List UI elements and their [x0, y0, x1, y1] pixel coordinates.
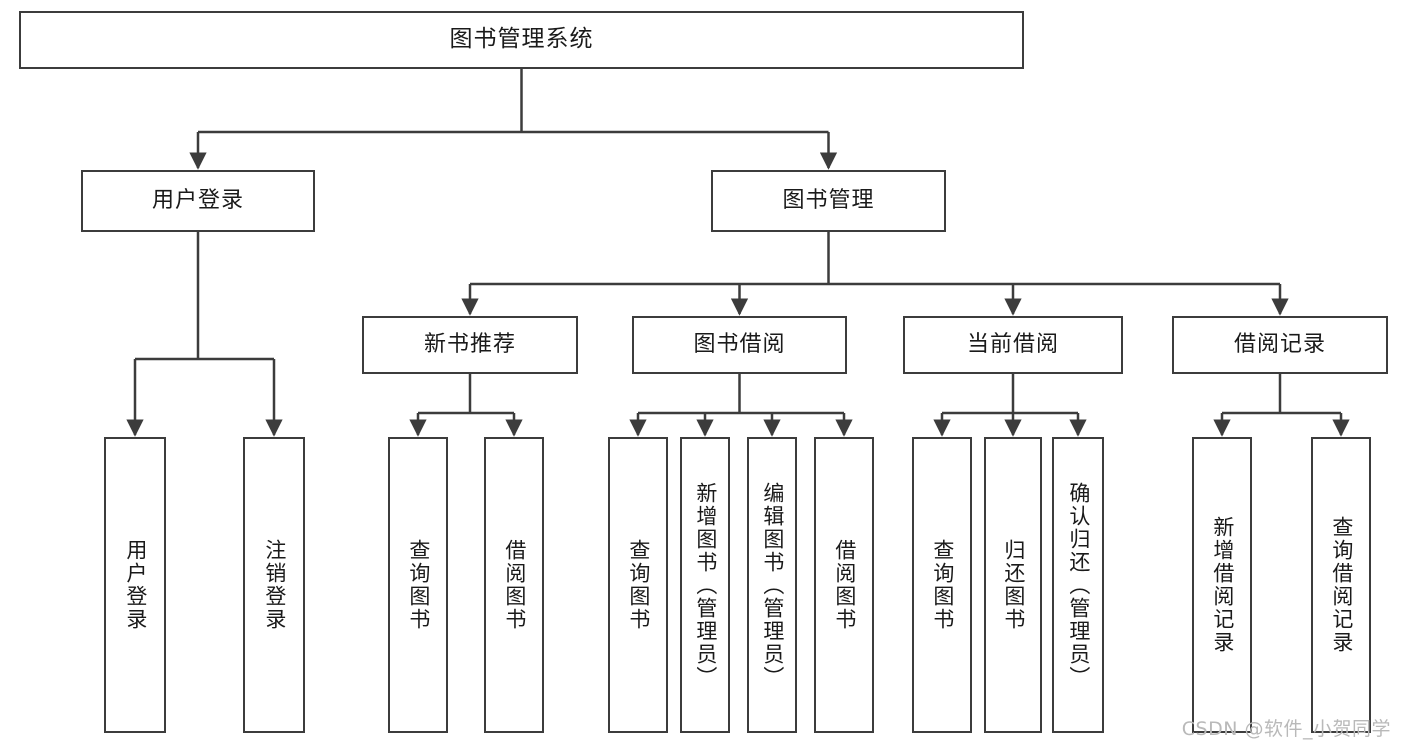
leaf-node[interactable]: 编辑图书（管理员） [747, 437, 797, 733]
leaf-node[interactable]: 查询图书 [912, 437, 972, 733]
node-label: 图书管理系统 [449, 26, 594, 53]
branch-node[interactable]: 用户登录 [81, 170, 315, 232]
node-label: 图书管理 [782, 187, 875, 213]
leaf-node[interactable]: 新增借阅记录 [1192, 437, 1252, 733]
branch-node[interactable]: 图书管理 [711, 170, 946, 232]
node-label: 查询图书 [406, 539, 431, 631]
leaf-node[interactable]: 借阅图书 [484, 437, 544, 733]
branch-node[interactable]: 新书推荐 [362, 316, 578, 374]
node-label: 新增图书（管理员） [693, 481, 718, 689]
node-label: 用户登录 [151, 187, 244, 213]
node-label: 新增借阅记录 [1210, 516, 1235, 654]
leaf-node[interactable]: 确认归还（管理员） [1052, 437, 1104, 733]
node-label: 用户登录 [123, 539, 148, 631]
watermark-text: CSDN @软件_小贺同学 [1181, 718, 1391, 740]
branch-node[interactable]: 借阅记录 [1172, 316, 1388, 374]
leaf-node[interactable]: 新增图书（管理员） [680, 437, 730, 733]
node-label: 注销登录 [262, 539, 287, 631]
root-node[interactable]: 图书管理系统 [19, 11, 1024, 69]
node-label: 借阅图书 [502, 539, 527, 631]
node-label: 查询图书 [626, 539, 651, 631]
connector-lines [126, 69, 1350, 437]
node-label: 图书借阅 [693, 331, 786, 357]
node-label: 查询图书 [930, 539, 955, 631]
leaf-node[interactable]: 查询借阅记录 [1311, 437, 1371, 733]
node-label: 借阅记录 [1233, 331, 1326, 357]
node-label: 查询借阅记录 [1329, 516, 1354, 654]
node-label: 归还图书 [1001, 539, 1026, 631]
node-label: 借阅图书 [832, 539, 857, 631]
leaf-node[interactable]: 查询图书 [608, 437, 668, 733]
branch-node[interactable]: 图书借阅 [632, 316, 847, 374]
node-label: 新书推荐 [423, 331, 516, 357]
leaf-node[interactable]: 注销登录 [243, 437, 305, 733]
node-label: 当前借阅 [966, 331, 1059, 357]
node-label: 编辑图书（管理员） [760, 481, 785, 689]
leaf-node[interactable]: 归还图书 [984, 437, 1042, 733]
leaf-node[interactable]: 查询图书 [388, 437, 448, 733]
leaf-node[interactable]: 借阅图书 [814, 437, 874, 733]
leaf-node[interactable]: 用户登录 [104, 437, 166, 733]
node-label: 确认归还（管理员） [1066, 481, 1091, 689]
branch-node[interactable]: 当前借阅 [903, 316, 1123, 374]
